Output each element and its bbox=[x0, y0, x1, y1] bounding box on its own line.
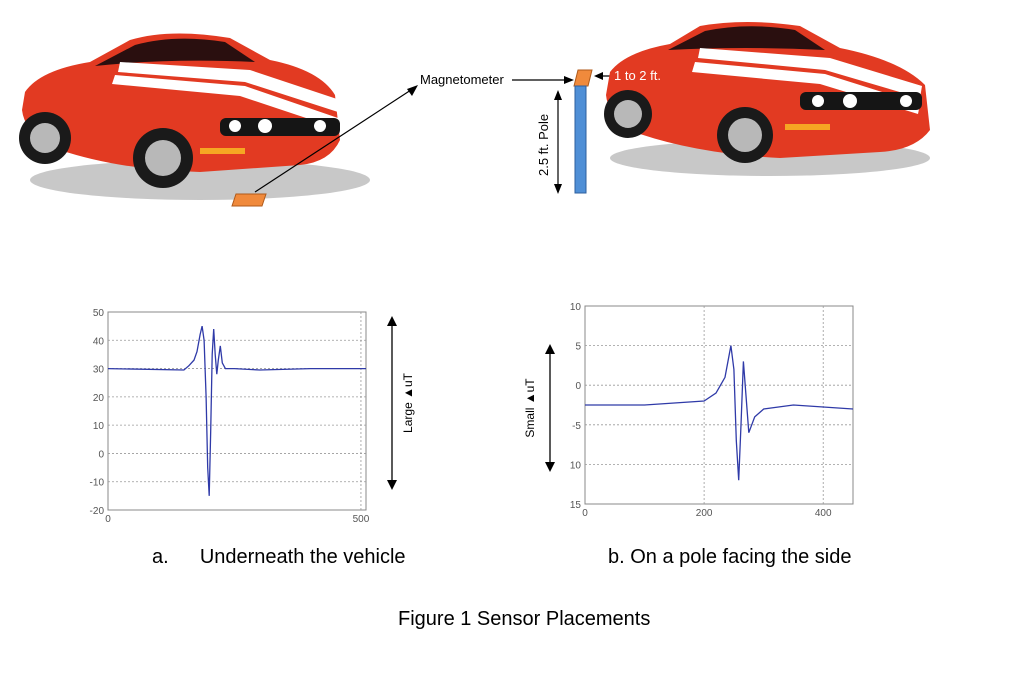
signal-line bbox=[107, 325, 366, 496]
y-tick-label: 10 bbox=[93, 421, 105, 432]
arrow-up-icon bbox=[545, 344, 555, 354]
y-tick-label: 30 bbox=[93, 365, 105, 376]
y-tick-label: 10 bbox=[570, 302, 582, 313]
caption-a-text: Underneath the vehicle bbox=[199, 546, 406, 568]
x-tick-label: 400 bbox=[815, 508, 832, 519]
pole-label: 2.5 ft. Pole bbox=[536, 114, 551, 176]
plot-frame bbox=[107, 311, 367, 511]
arrow-up-icon bbox=[554, 90, 562, 100]
x-tick-label: 500 bbox=[353, 514, 370, 525]
distance-label: 1 to 2 ft. bbox=[614, 68, 661, 83]
y-tick-label: -20 bbox=[90, 506, 105, 517]
pointer-line-left bbox=[254, 87, 415, 193]
arrow-down-icon bbox=[545, 462, 555, 472]
illustration: Magnetometer 2.5 ft. Pole 1 to 2 ft. bbox=[19, 22, 930, 207]
side-label: Large ▲uT bbox=[401, 372, 415, 433]
x-tick-label: 0 bbox=[582, 508, 588, 519]
arrow-left-icon bbox=[594, 72, 603, 80]
x-tick-label: 200 bbox=[696, 508, 713, 519]
arrow-down-icon bbox=[554, 184, 562, 194]
car-left bbox=[19, 33, 370, 200]
y-tick-label: 0 bbox=[98, 449, 104, 460]
caption-b: b. On a pole facing the side bbox=[608, 546, 852, 568]
x-tick-label: 0 bbox=[105, 514, 111, 525]
y-tick-label: 15 bbox=[570, 500, 582, 511]
y-tick-label: 20 bbox=[93, 393, 105, 404]
caption-a-prefix: a. bbox=[152, 546, 169, 568]
sensor-under-vehicle bbox=[231, 193, 267, 207]
y-tick-label: 50 bbox=[93, 308, 105, 319]
pole bbox=[574, 85, 587, 194]
magnetometer-label: Magnetometer bbox=[420, 72, 504, 87]
caption-a: a. Underneath the vehicle bbox=[152, 546, 406, 569]
y-tick-label: 5 bbox=[575, 342, 581, 353]
y-tick-label: -5 bbox=[572, 421, 581, 432]
y-tick-label: 10 bbox=[570, 460, 582, 471]
sensor-on-pole bbox=[573, 69, 593, 87]
arrow-head-icon bbox=[564, 76, 574, 84]
car-right bbox=[604, 22, 930, 176]
figure-title: Figure 1 Sensor Placements bbox=[398, 608, 651, 630]
y-tick-label: 0 bbox=[575, 381, 581, 392]
y-tick-label: 40 bbox=[93, 336, 105, 347]
y-tick-label: -10 bbox=[90, 478, 105, 489]
arrow-head-icon bbox=[407, 85, 418, 96]
side-label: Small ▲uT bbox=[523, 378, 537, 438]
arrow-up-icon bbox=[387, 316, 397, 326]
arrow-down-icon bbox=[387, 480, 397, 490]
signal-line bbox=[585, 345, 854, 481]
